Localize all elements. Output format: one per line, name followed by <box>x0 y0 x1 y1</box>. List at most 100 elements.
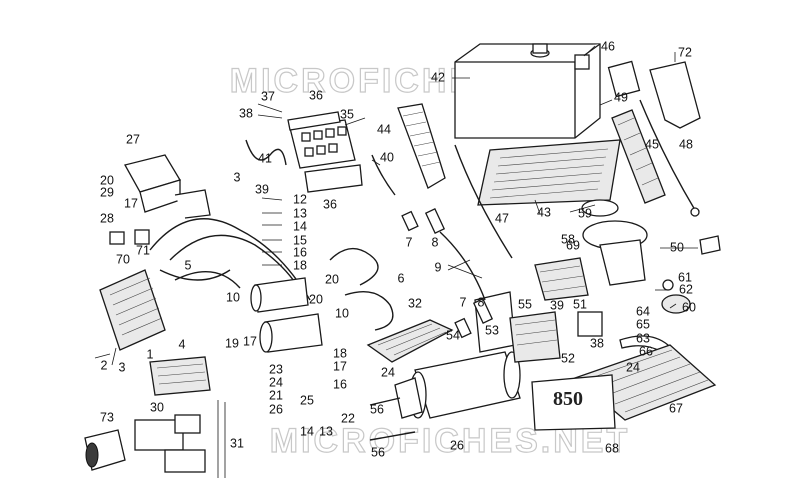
callout: 36 <box>323 197 337 211</box>
starter-cover <box>366 319 454 363</box>
callout: 73 <box>100 410 114 424</box>
callout: 14 <box>300 424 314 438</box>
callout: 64 <box>636 304 650 318</box>
callout: 22 <box>341 411 355 425</box>
sensor-wire <box>371 154 396 196</box>
clip-70 <box>109 231 125 245</box>
callout: 14 <box>293 219 307 233</box>
bolt-upper <box>369 397 401 406</box>
battery-strap <box>607 60 666 204</box>
plug-cap-lower-right <box>472 298 494 324</box>
callout: 8 <box>432 235 439 249</box>
callout: 44 <box>377 122 391 136</box>
wiring-harness <box>149 218 311 301</box>
plug-wires <box>439 231 486 301</box>
nameplate: 850 <box>531 374 616 431</box>
callout: 18 <box>333 346 347 360</box>
callout: 6 <box>398 271 405 285</box>
callout: 17 <box>333 359 347 373</box>
callout: 39 <box>255 182 269 196</box>
callout: 40 <box>380 150 394 164</box>
callout: 68 <box>605 441 619 455</box>
callout: 21 <box>269 388 283 402</box>
battery-box <box>454 43 601 139</box>
terminal-clamp <box>699 235 721 255</box>
voltage-regulator <box>99 269 166 351</box>
callout: 50 <box>670 240 684 254</box>
callout: 26 <box>450 438 464 452</box>
callout: 20 <box>325 272 339 286</box>
callout-labels: 1 2 3 3 4 5 6 7 7 8 8 9 10 10 12 13 14 1… <box>100 39 696 459</box>
callout: 47 <box>495 211 509 225</box>
cover-cap <box>649 61 701 129</box>
ht-leads <box>329 247 394 331</box>
callout: 7 <box>406 235 413 249</box>
callout: 53 <box>485 323 499 337</box>
callout: 10 <box>226 290 240 304</box>
gear-pin <box>662 279 674 291</box>
callout: 72 <box>678 45 692 59</box>
callout: 59 <box>578 206 592 220</box>
small-wire <box>245 139 287 166</box>
callout: 12 <box>293 192 307 206</box>
stamp-label: 850 <box>553 388 583 410</box>
callout: 49 <box>614 90 628 104</box>
callout: 36 <box>309 88 323 102</box>
callout: 8 <box>478 295 485 309</box>
callout: 16 <box>333 377 347 391</box>
clip-71 <box>134 229 150 245</box>
callout: 19 <box>225 336 239 350</box>
callout: 56 <box>371 445 385 459</box>
callout: 43 <box>537 205 551 219</box>
plug-cap-upper-right <box>424 208 446 234</box>
callout: 58 <box>561 232 575 246</box>
callout: 39 <box>550 298 564 312</box>
callout: 25 <box>300 393 314 407</box>
callout: 27 <box>126 132 140 146</box>
callout: 1 <box>147 347 154 361</box>
callout: 42 <box>431 70 445 84</box>
distributor-cap <box>581 199 619 217</box>
callout: 9 <box>435 260 442 274</box>
callout: 29 <box>100 185 114 199</box>
callout: 61 <box>678 270 692 284</box>
callout: 4 <box>179 337 186 351</box>
callout: 10 <box>335 306 349 320</box>
relay-unit <box>124 154 211 219</box>
callout: 31 <box>230 436 244 450</box>
plug-cap-lower-left <box>454 317 472 339</box>
callout: 41 <box>258 151 272 165</box>
callout: 67 <box>669 401 683 415</box>
fuse-block <box>287 111 363 193</box>
callout: 3 <box>234 170 241 184</box>
battery-tray <box>477 139 621 206</box>
callout: 48 <box>679 137 693 151</box>
callout: 32 <box>408 296 422 310</box>
callout: 35 <box>340 107 354 121</box>
callout: 13 <box>293 206 307 220</box>
small-regulator <box>577 311 603 337</box>
callout: 5 <box>185 258 192 272</box>
bolt-lower <box>369 431 416 441</box>
callout: 26 <box>269 402 283 416</box>
callout: 51 <box>573 297 587 311</box>
callout: 30 <box>150 400 164 414</box>
callout: 20 <box>309 292 323 306</box>
callout: 17 <box>124 196 138 210</box>
callout: 24 <box>626 360 640 374</box>
battery-cable <box>454 144 513 259</box>
callout: 55 <box>518 297 532 311</box>
ignition-coil-lower <box>259 313 323 353</box>
plug-cap-upper-left <box>401 210 419 232</box>
callout: 66 <box>639 344 653 358</box>
callout: 24 <box>269 375 283 389</box>
callout: 46 <box>601 39 615 53</box>
rod-end <box>690 207 700 217</box>
callout: 38 <box>239 106 253 120</box>
callout: 17 <box>243 334 257 348</box>
callout: 65 <box>636 317 650 331</box>
callout: 54 <box>446 328 460 342</box>
leader-lines <box>94 45 698 366</box>
